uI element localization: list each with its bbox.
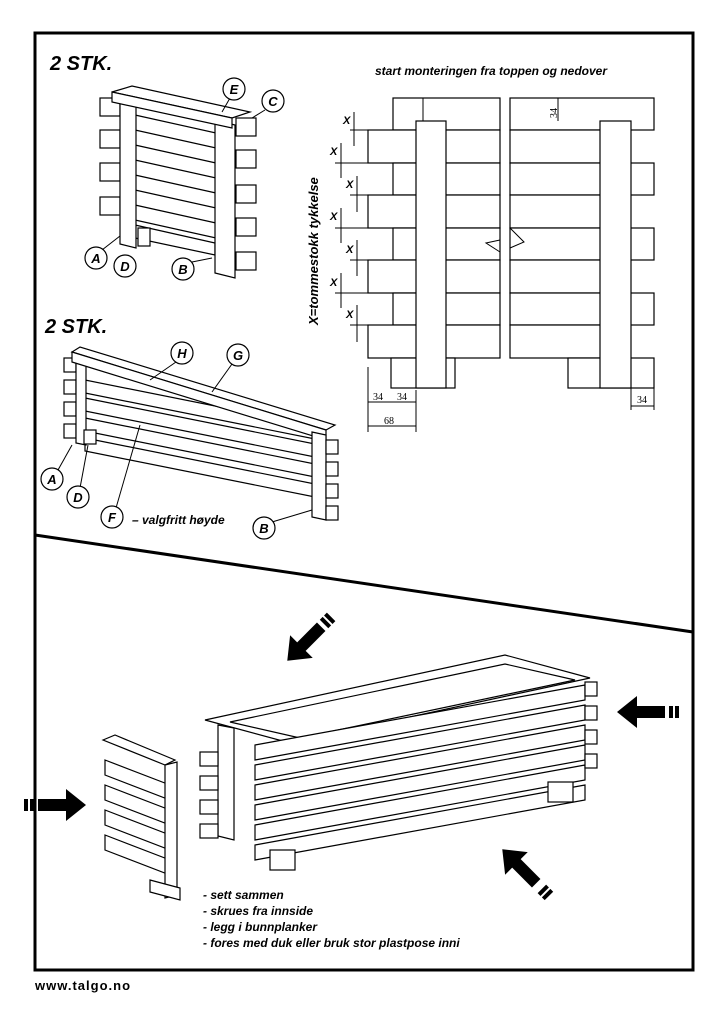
label-d: D bbox=[73, 490, 83, 505]
dim-left1: 34 bbox=[373, 392, 383, 403]
footer-url[interactable]: www.talgo.no bbox=[34, 978, 131, 993]
elevation-title: start monteringen fra toppen og nedover bbox=[375, 64, 608, 78]
arrow-icon bbox=[24, 789, 86, 821]
label-c: C bbox=[268, 94, 278, 109]
optional-height-note: – valgfritt høyde bbox=[132, 513, 225, 527]
arrow-icon bbox=[617, 696, 679, 728]
step-2: - skrues fra innside bbox=[203, 904, 313, 918]
arrow-icon bbox=[287, 612, 336, 661]
svg-text:X: X bbox=[345, 179, 354, 191]
svg-text:X: X bbox=[329, 211, 338, 223]
assembly-steps: - sett sammen - skrues fra innside - leg… bbox=[203, 888, 460, 950]
short-panel-callouts: E C A D B bbox=[84, 77, 285, 281]
long-panel-callouts: H G A D F – valgfritt høyde B bbox=[40, 341, 313, 540]
dim-left2: 34 bbox=[397, 392, 407, 403]
label-b: B bbox=[178, 262, 187, 277]
box-assembly-drawing bbox=[101, 654, 598, 901]
svg-text:X: X bbox=[345, 244, 354, 256]
elevation-drawing: start monteringen fra toppen og nedover … bbox=[306, 64, 655, 432]
step-4: - fores med duk eller bruk stor plastpos… bbox=[203, 936, 460, 950]
long-panel-qty: 2 STK. bbox=[44, 316, 107, 338]
label-h: H bbox=[177, 346, 187, 361]
section-divider bbox=[34, 533, 694, 634]
label-a: A bbox=[90, 251, 100, 266]
label-e: E bbox=[230, 82, 239, 97]
svg-text:X: X bbox=[329, 277, 338, 289]
svg-text:X: X bbox=[342, 115, 351, 127]
svg-text:X: X bbox=[329, 146, 338, 158]
x-marks: X X X X X X X bbox=[329, 112, 368, 342]
page-frame bbox=[33, 31, 695, 972]
dim-top: 34 bbox=[549, 108, 560, 118]
x-note: X=tommestokk tykkelse bbox=[306, 177, 321, 326]
long-panel-drawing: 2 STK. bbox=[44, 316, 339, 521]
label-g: G bbox=[233, 348, 243, 363]
arrow-icon bbox=[502, 849, 554, 901]
step-3: - legg i bunnplanker bbox=[203, 920, 318, 934]
step-1: - sett sammen bbox=[203, 888, 284, 902]
label-a: A bbox=[46, 472, 56, 487]
short-panel-drawing: 2 STK. bbox=[49, 53, 257, 279]
short-panel-qty: 2 STK. bbox=[49, 53, 112, 75]
label-b: B bbox=[259, 521, 268, 536]
dim-left-total: 68 bbox=[384, 416, 394, 427]
svg-text:X: X bbox=[345, 309, 354, 321]
dim-right: 34 bbox=[637, 395, 647, 406]
label-f: F bbox=[108, 510, 117, 525]
label-d: D bbox=[120, 259, 130, 274]
